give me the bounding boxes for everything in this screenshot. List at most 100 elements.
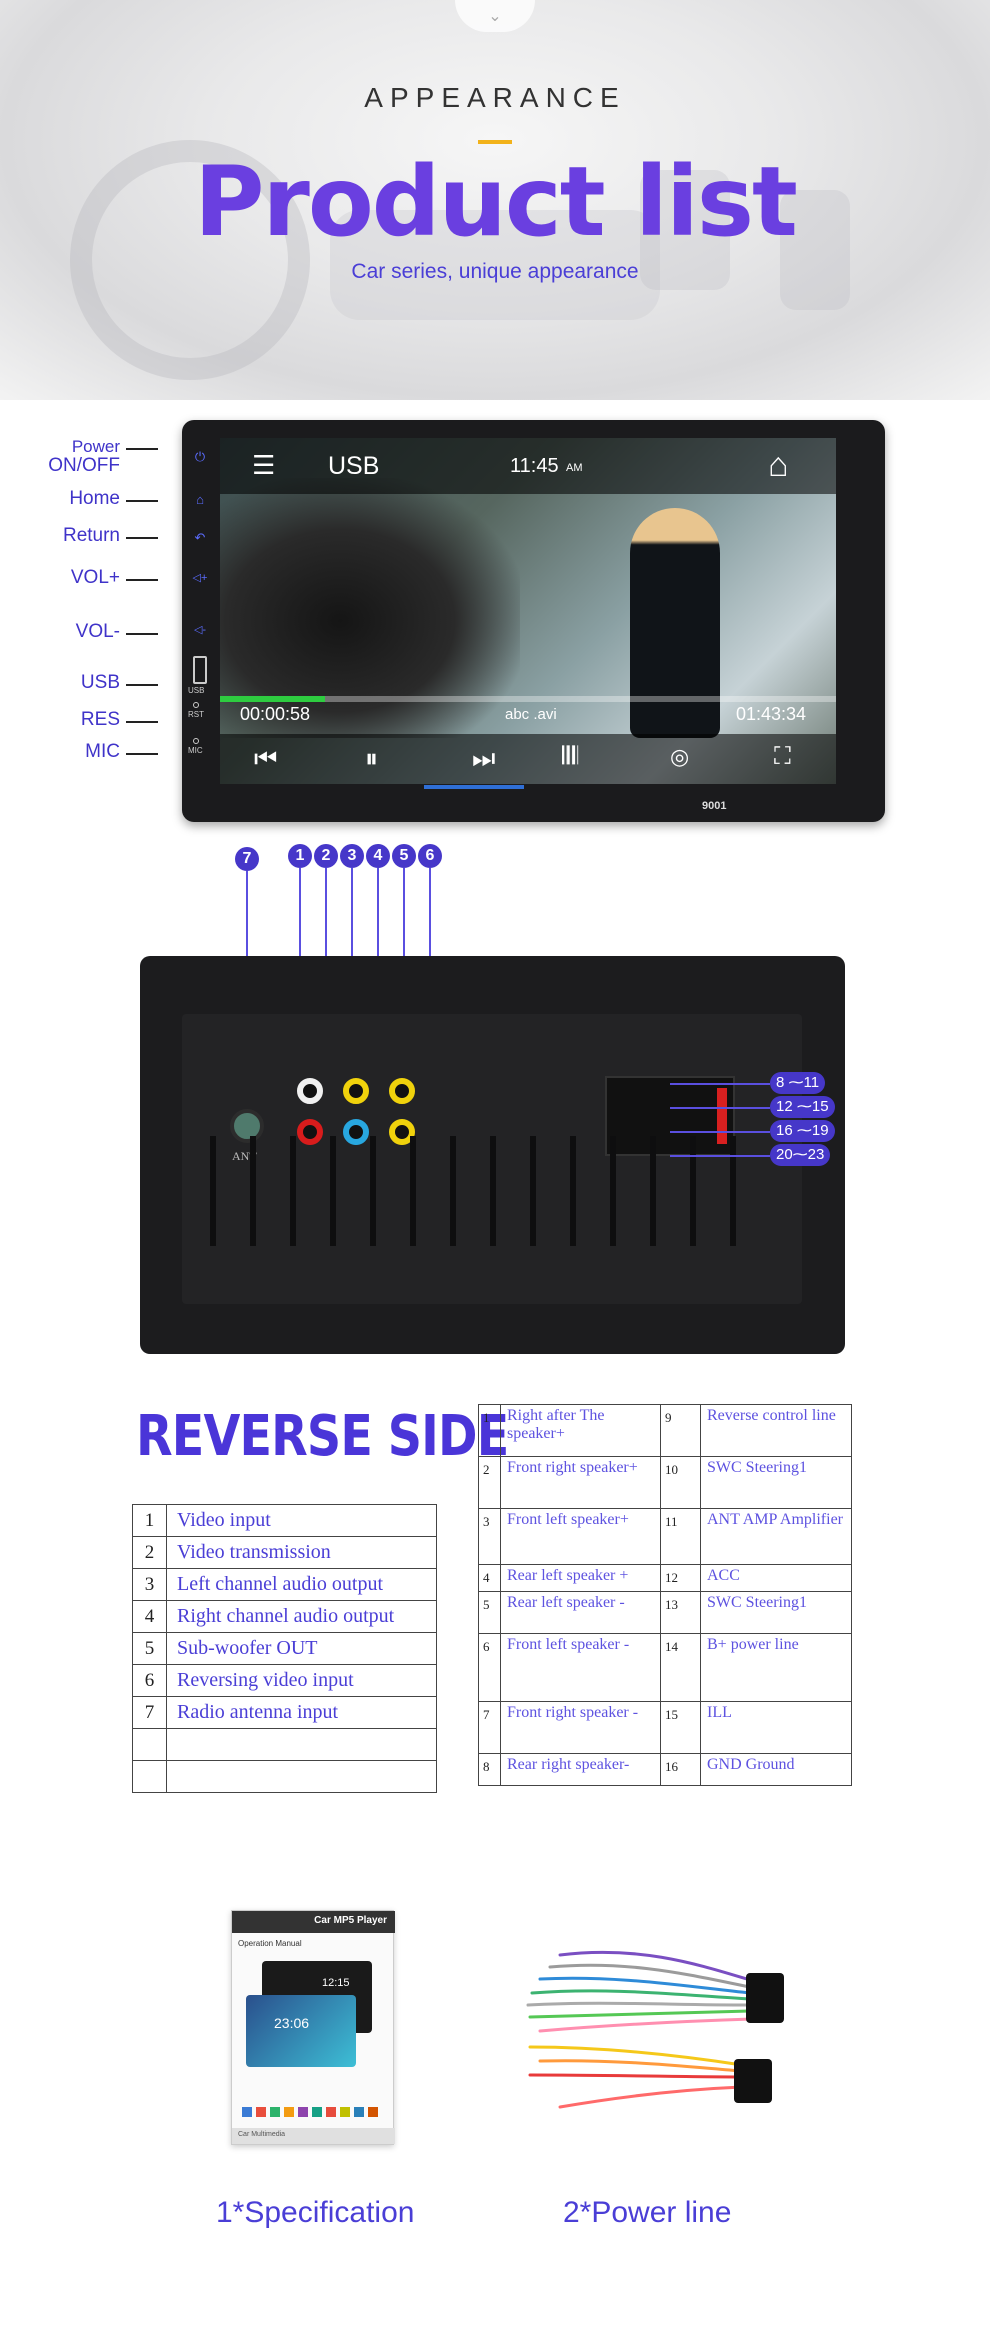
callout-bubble: 7 [235,847,259,871]
row-number: 3 [132,1568,167,1601]
volume-down-icon[interactable]: ◁- [193,624,207,636]
label-line [126,448,158,450]
pin-group-tag: 16 ⁓19 [770,1120,835,1142]
pin-group-tag: 12 ⁓15 [770,1096,835,1118]
home-icon[interactable]: ⌂ [196,492,204,507]
pin-label: ANT AMP Amplifier [700,1508,852,1565]
row-label [166,1728,437,1761]
row-number [132,1760,167,1793]
label-vol-down: VOL- [75,621,120,642]
pin-label: ACC [700,1564,852,1592]
row-number [132,1728,167,1761]
row-number: 4 [132,1600,167,1633]
pin-label: Right after The speaker+ [500,1404,661,1457]
pin-label: ILL [700,1701,852,1754]
next-icon[interactable]: ⏭ [472,743,496,773]
pin-label: Rear left speaker - [500,1591,661,1634]
screen-top-bar [220,438,836,494]
pin-number: 9 [660,1404,701,1457]
row-label: Radio antenna input [166,1696,437,1729]
pin-number: 5 [478,1591,501,1634]
previous-icon[interactable]: ⏮ [254,743,278,773]
rca-yellow [389,1078,415,1104]
pin-label: Front left speaker - [500,1633,661,1702]
label-line [126,721,158,723]
pin-number: 6 [478,1633,501,1702]
vent-slot [330,1136,336,1246]
usb-port[interactable] [193,656,207,684]
manual-header: Car MP5 Player [232,1911,395,1933]
reverse-side-title: REVERSE SIDE [136,1404,509,1469]
row-label [166,1760,437,1793]
usb-mark: USB [188,686,205,695]
manual-screen-image: 23:06 [246,1995,356,2067]
pin-number: 8 [478,1753,501,1786]
label-line [126,753,158,755]
row-label: Video input [166,1504,437,1537]
source-label: USB [328,452,380,480]
specification-caption: 1*Specification [216,2196,415,2229]
playback-progress[interactable] [220,696,836,702]
page-subtitle: Car series, unique appearance [351,260,639,283]
pin-number: 12 [660,1564,701,1592]
file-name: abc .avi [505,706,557,723]
antenna-port [230,1109,264,1143]
pin-line [670,1155,770,1157]
manual-screen-time: 23:06 [274,2015,310,2031]
vent-slot [370,1136,376,1246]
pin-line [670,1083,770,1085]
vent-graphic [780,190,850,310]
table-row [132,1760,437,1793]
row-number: 1 [132,1504,167,1537]
dashboard-graphic [330,210,660,320]
table-row [132,1728,437,1761]
row-label: Left channel audio output [166,1568,437,1601]
pin-number: 11 [660,1508,701,1565]
vent-slot [250,1136,256,1246]
pin-number: 13 [660,1591,701,1634]
head-unit-rear: ANT 8 ⁓11 12 ⁓15 16 ⁓19 20⁓23 [140,956,845,1354]
fullscreen-icon[interactable]: ⛶ [774,743,791,770]
connector-latch [717,1088,727,1144]
pin-label: Front right speaker+ [500,1456,661,1509]
train-scene [220,478,520,738]
av-icon[interactable]: ◎ [670,744,690,769]
accent-dash [478,140,512,144]
total-time: 01:43:34 [736,704,807,724]
pin-number: 15 [660,1701,701,1754]
row-label: Sub-woofer OUT [166,1632,437,1665]
vent-slot [530,1136,536,1246]
rst-mark: RST [188,710,204,719]
progress-fill [220,696,325,702]
reset-hole[interactable] [193,702,199,708]
power-icon[interactable]: ⏻ [194,449,206,464]
pin-number: 2 [478,1456,501,1509]
return-icon[interactable]: ↶ [194,530,206,545]
row-number: 6 [132,1664,167,1697]
vent-slot [410,1136,416,1246]
pin-label: Reverse control line [700,1404,852,1457]
equalizer-icon[interactable]: 𝄃𝄃𝄃 [562,743,579,770]
manual-screen-time: 12:15 [322,1977,350,1989]
section-kicker: APPEARANCE [364,82,626,113]
manual-footer: Car Multimedia [232,2128,395,2144]
label-vol-up: VOL+ [70,567,120,588]
rca-blue [343,1119,369,1145]
iso-connector [605,1076,735,1156]
pin-label: GND Ground [700,1753,852,1786]
callout-bubble: 4 [366,844,390,868]
volume-up-icon[interactable]: ◁+ [192,572,208,584]
home-icon[interactable]: ⌂ [768,446,789,484]
touch-screen[interactable]: ☰ USB 11:45 AM ⌂ 00:00:58 abc .avi 01:43… [220,438,836,784]
menu-icon[interactable]: ☰ [252,450,276,480]
pause-icon[interactable]: ⏸ [365,743,379,773]
pin-label: SWC Steering1 [700,1591,852,1634]
pin-line [670,1131,770,1133]
